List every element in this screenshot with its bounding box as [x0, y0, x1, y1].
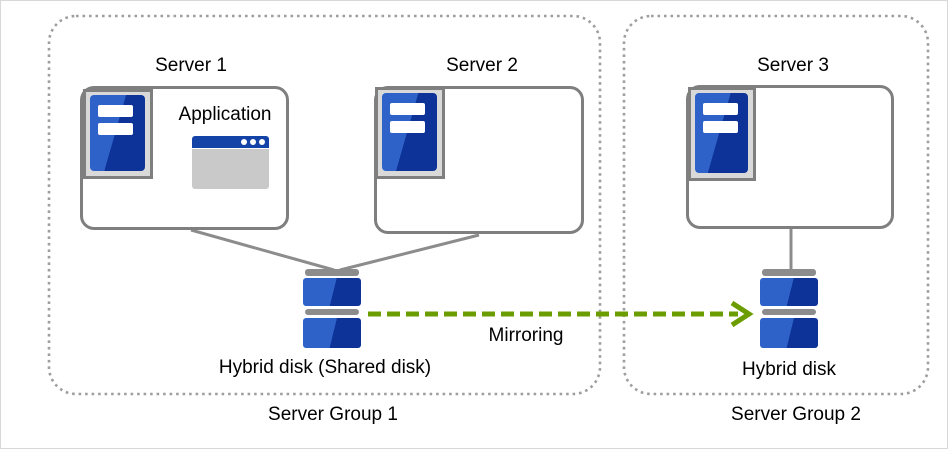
application-label: Application	[178, 104, 272, 125]
mirroring-arrowhead-icon	[730, 300, 754, 328]
server2-tower-frame	[375, 87, 445, 179]
server1-tower-frame	[83, 89, 153, 179]
shared-disk-label: Hybrid disk (Shared disk)	[218, 357, 432, 378]
server1-label: Server 1	[155, 55, 227, 76]
server3-label: Server 3	[757, 55, 829, 76]
server-group-1-label: Server Group 1	[268, 404, 398, 425]
hybrid-disk-label: Hybrid disk	[742, 359, 836, 380]
hybrid-disk-icon	[760, 269, 818, 348]
connector-server1-disk	[190, 228, 335, 272]
server2-box	[374, 86, 584, 234]
application-window-icon	[192, 136, 269, 189]
server-tower-icon	[382, 93, 437, 171]
server2-label: Server 2	[446, 55, 518, 76]
mirroring-label: Mirroring	[488, 325, 564, 346]
server-group-2-border	[622, 14, 930, 396]
server-tower-icon	[90, 95, 145, 171]
server-group-1-border	[47, 14, 602, 396]
server3-tower-frame	[688, 87, 756, 181]
connector-server2-disk	[339, 233, 480, 272]
server-group-2-label: Server Group 2	[731, 404, 861, 425]
shared-disk-icon	[303, 269, 361, 348]
server-tower-icon	[695, 93, 748, 173]
